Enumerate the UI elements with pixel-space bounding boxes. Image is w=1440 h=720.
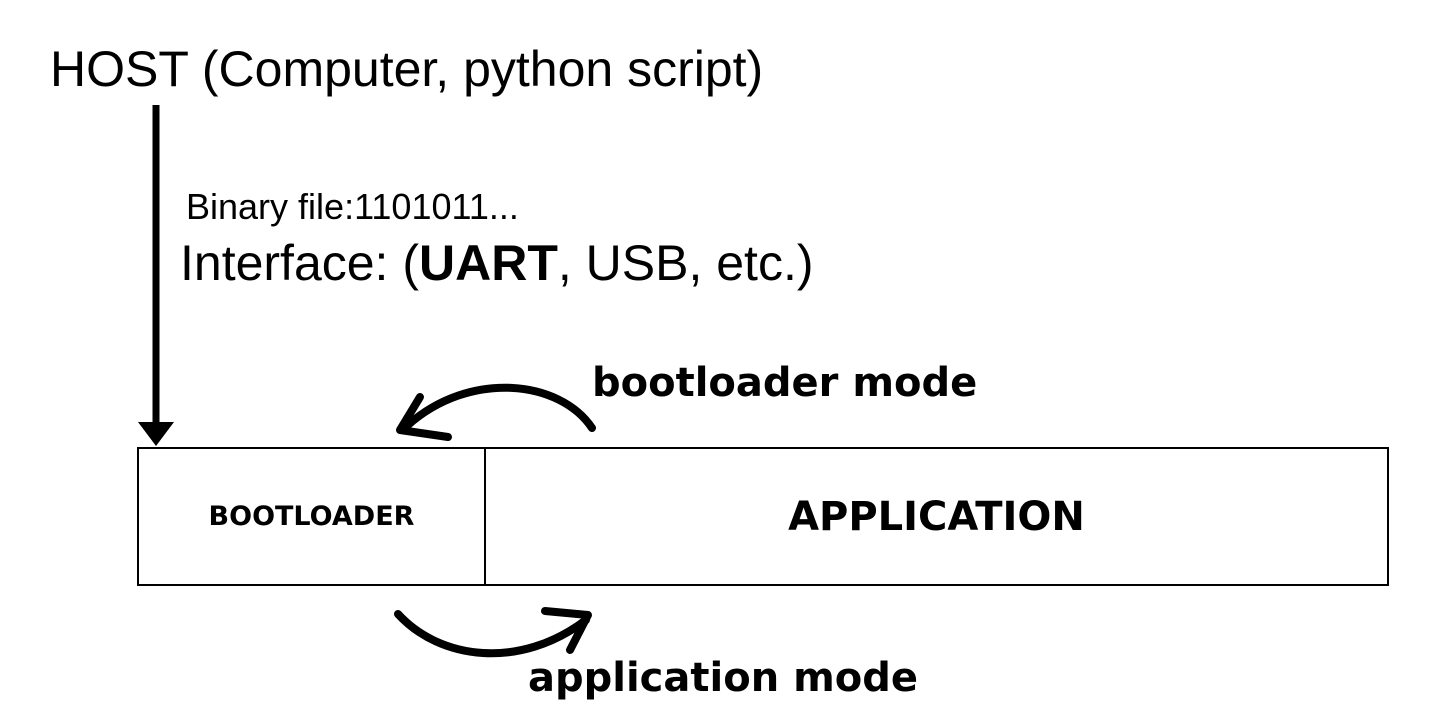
- application-block: APPLICATION: [788, 493, 1085, 540]
- bootloader-block: BOOTLOADER: [139, 449, 486, 584]
- interface-prefix: Interface: (: [180, 235, 419, 291]
- memory-layout-box: BOOTLOADER APPLICATION: [137, 447, 1389, 586]
- application-mode-arrow: [394, 607, 592, 658]
- bootloader-mode-label: bootloader mode: [592, 360, 978, 406]
- interface-label: Interface: (UART, USB, etc.): [180, 234, 814, 292]
- bootloader-mode-arrow: [396, 383, 596, 441]
- binary-file-label: Binary file:1101011...: [186, 186, 519, 227]
- interface-suffix: , USB, etc.): [557, 235, 814, 291]
- host-label: HOST (Computer, python script): [50, 41, 764, 97]
- application-mode-label: application mode: [528, 655, 919, 701]
- interface-uart: UART: [419, 235, 558, 291]
- host-to-bootloader-arrow: [138, 105, 174, 446]
